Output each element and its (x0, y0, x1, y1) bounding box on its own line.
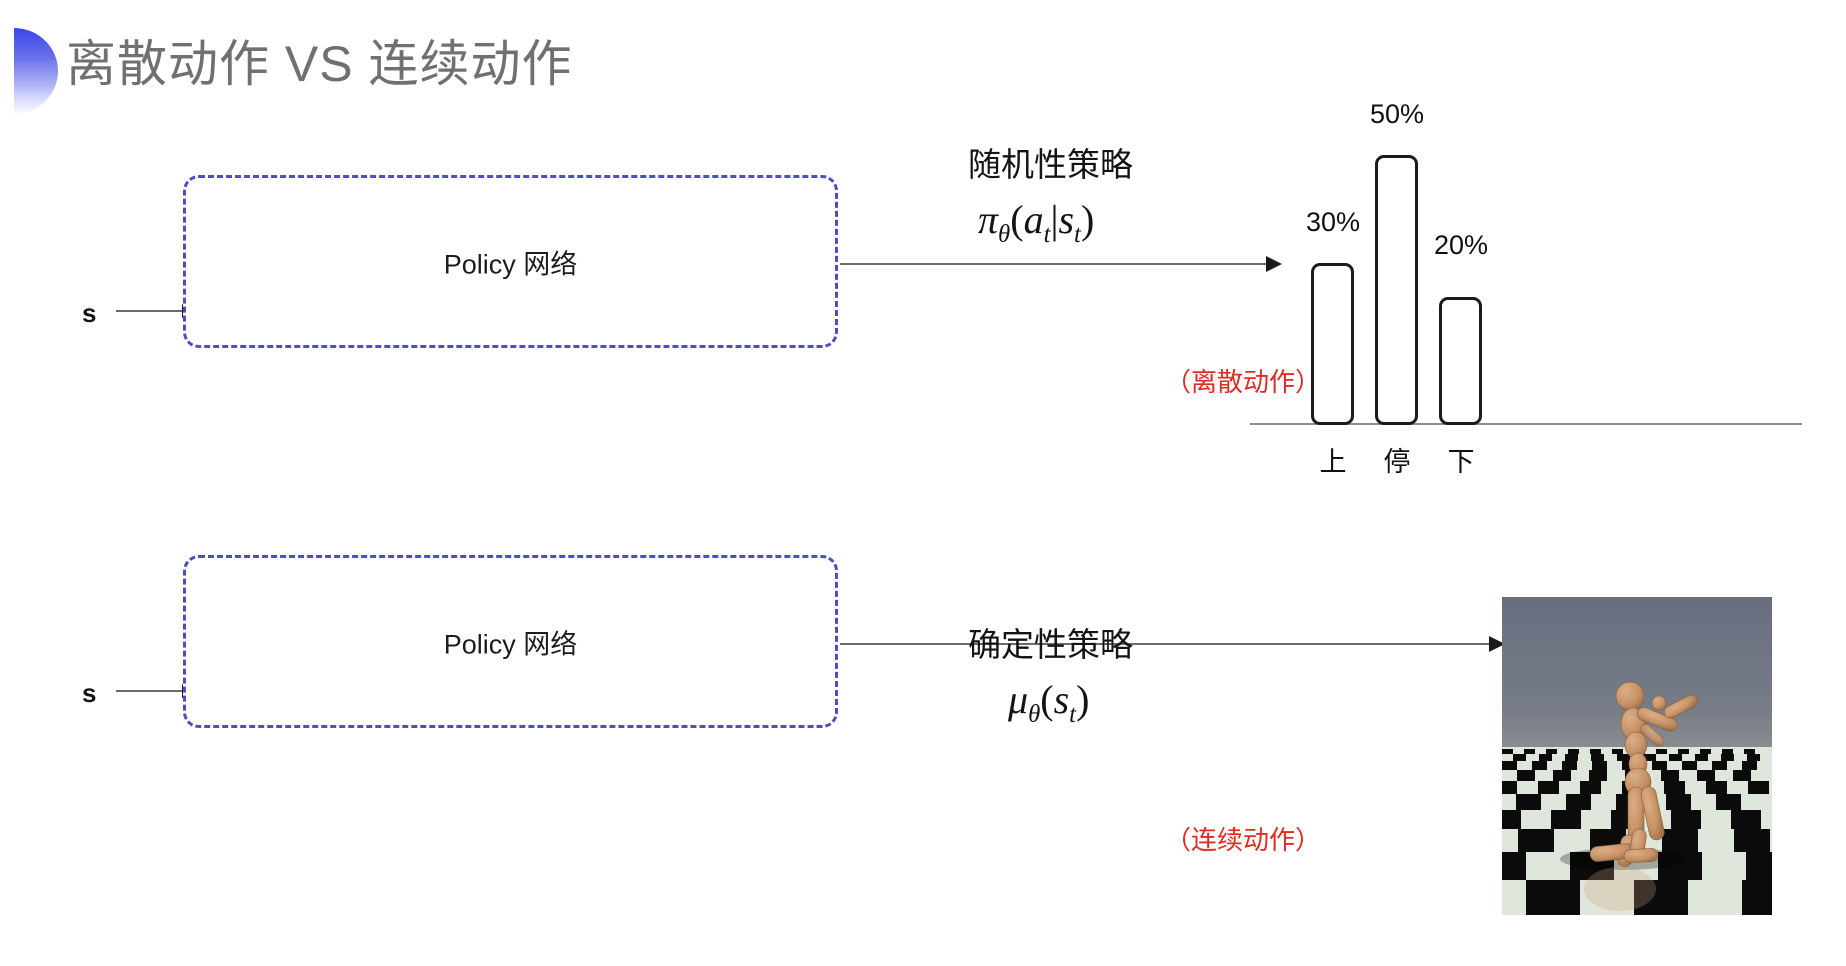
humanoid-scene-svg (1502, 597, 1772, 915)
bar-category-2: 下 (1447, 447, 1475, 477)
bar-1 (1375, 155, 1418, 425)
input-state-label-continuous: s (82, 678, 97, 708)
humanoid-simulation-image (1502, 597, 1772, 915)
formula-fn-continuous: μ (1008, 677, 1029, 722)
bar-category-1: 停 (1383, 447, 1411, 477)
formula-open-paren-continuous: ( (1040, 677, 1054, 722)
formula-arg1-sub-discrete: t (1043, 221, 1051, 248)
policy-network-box-continuous[interactable]: Policy 网络 (183, 555, 838, 728)
input-state-label-discrete: s (82, 298, 97, 328)
formula-fn-sub-discrete: θ (998, 221, 1011, 248)
formula-arg2-discrete: s (1058, 197, 1075, 242)
policy-network-box-discrete[interactable]: Policy 网络 (183, 175, 838, 348)
formula-arg2-sub-discrete: t (1074, 221, 1081, 248)
formula-fn-sub-continuous: θ (1028, 701, 1041, 728)
chart-x-axis (1250, 423, 1802, 425)
output-arrow-discrete (840, 256, 1282, 272)
title-bullet-decoration (14, 28, 58, 114)
policy-formula-discrete: πθ(at|st) (978, 196, 1094, 249)
formula-arg1-discrete: a (1023, 197, 1044, 242)
formula-close-paren-continuous: ) (1076, 677, 1090, 722)
action-probability-bar-chart: 30% 上 50% 停 20% 下 (1250, 95, 1810, 477)
formula-arg1-sub-continuous: t (1069, 701, 1077, 728)
humanoid-figure (1589, 681, 1698, 867)
policy-network-label-discrete: Policy 网络 (443, 249, 578, 279)
formula-fn-discrete: π (978, 197, 999, 242)
bar-value-1: 50% (1369, 99, 1425, 129)
action-type-note-discrete: （离散动作） (1165, 367, 1322, 397)
formula-open-paren-discrete: ( (1010, 197, 1024, 242)
policy-kind-discrete: 随机性策略 (968, 146, 1133, 183)
policy-network-label-continuous: Policy 网络 (443, 629, 578, 659)
formula-bar-discrete: | (1050, 197, 1059, 242)
bar-0 (1311, 263, 1354, 425)
policy-kind-continuous: 确定性策略 (968, 626, 1133, 663)
policy-formula-continuous: μθ(st) (1008, 676, 1089, 729)
bar-category-0: 上 (1319, 447, 1347, 477)
formula-close-paren-discrete: ) (1080, 197, 1095, 242)
formula-arg1-continuous: s (1053, 677, 1070, 722)
bar-value-0: 30% (1305, 207, 1361, 237)
output-arrow-continuous (840, 636, 1505, 652)
bar-2 (1439, 297, 1482, 425)
bar-value-2: 20% (1433, 230, 1489, 260)
action-type-note-continuous: （连续动作） (1165, 825, 1322, 855)
page-title: 离散动作 VS 连续动作 (66, 36, 573, 92)
